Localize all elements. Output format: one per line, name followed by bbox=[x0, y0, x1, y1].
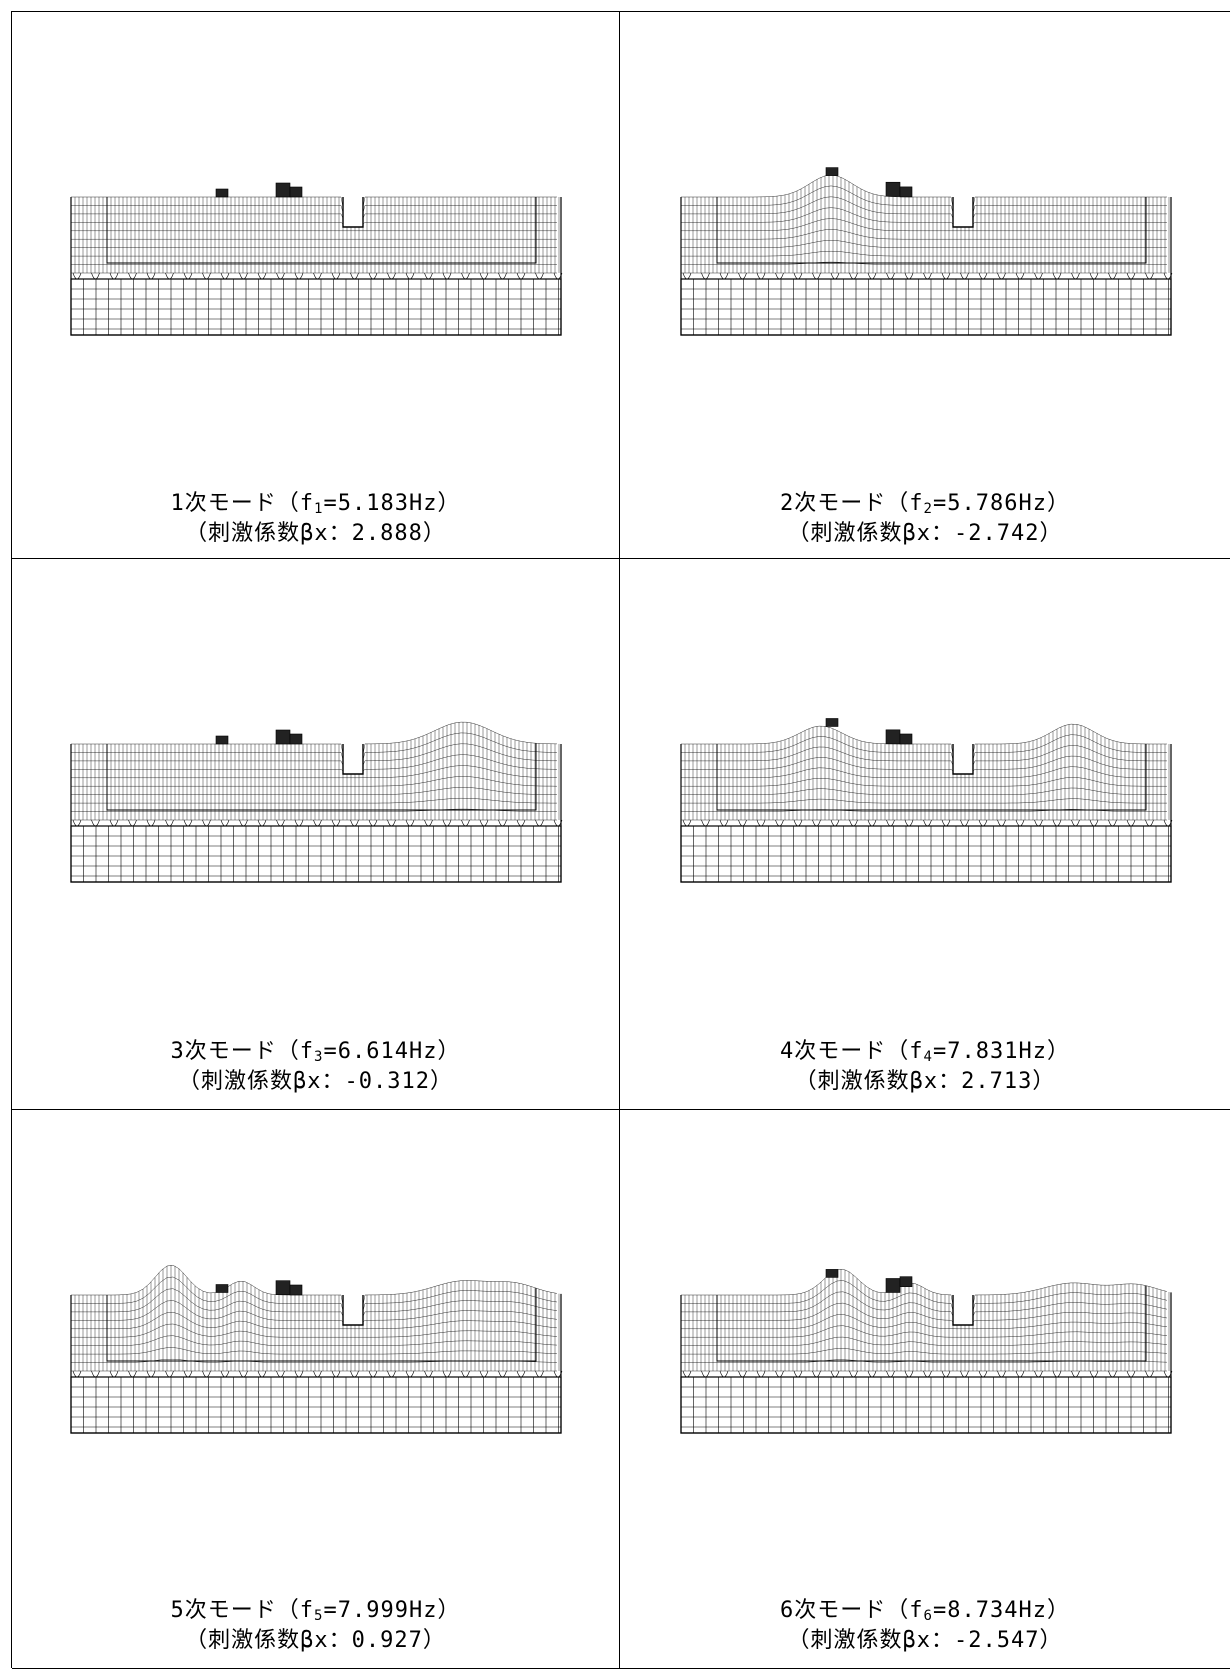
bedrock-grid bbox=[70, 278, 561, 335]
mode-shape-table: 1次モード（f1=5.183Hz） （刺激係数βx：2.888） 2次モード（f… bbox=[11, 11, 1230, 1669]
participation-factor: （刺激係数βx：0.927） bbox=[185, 1628, 446, 1653]
mode-order-label: 2次モード bbox=[780, 491, 887, 516]
bedrock-grid bbox=[680, 825, 1171, 882]
mode-shape-figure bbox=[680, 1268, 1173, 1434]
mode-cell-5: 5次モード（f5=7.999Hz） （刺激係数βx：0.927） bbox=[12, 1110, 620, 1669]
interface-springs bbox=[72, 819, 563, 827]
frequency-symbol: f bbox=[299, 1598, 315, 1623]
mode-cell-4: 4次モード（f4=7.831Hz） （刺激係数βx：2.713） bbox=[620, 559, 1230, 1110]
mode-shape-figure bbox=[70, 182, 563, 336]
structures bbox=[215, 1280, 303, 1296]
mode-shape-figure bbox=[70, 1264, 563, 1434]
structures bbox=[215, 729, 303, 745]
frequency-subscript: 1 bbox=[314, 501, 324, 517]
mode-shape-figure bbox=[70, 721, 563, 883]
mode-order-label: 3次モード bbox=[170, 1039, 277, 1064]
mode-caption: 6次モード（f6=8.734Hz） bbox=[780, 1598, 1070, 1624]
mode-caption: 5次モード（f5=7.999Hz） bbox=[170, 1598, 461, 1624]
frequency-symbol: f bbox=[299, 1039, 315, 1064]
participation-factor: （刺激係数βx：-2.742） bbox=[787, 521, 1063, 546]
bedrock-grid bbox=[680, 278, 1171, 335]
structures bbox=[825, 167, 913, 198]
frequency-symbol: f bbox=[299, 491, 315, 516]
participation-factor: （刺激係数βx：2.888） bbox=[185, 521, 446, 546]
frequency-value: =5.786Hz bbox=[932, 491, 1047, 516]
mode-cell-2: 2次モード（f2=5.786Hz） （刺激係数βx：-2.742） bbox=[620, 12, 1230, 559]
participation-factor: （刺激係数βx：-2.547） bbox=[787, 1628, 1063, 1653]
surface-mesh bbox=[680, 174, 1170, 274]
frequency-value: =8.734Hz bbox=[932, 1598, 1047, 1623]
bedrock-grid bbox=[70, 1376, 561, 1433]
frequency-value: =6.614Hz bbox=[323, 1039, 438, 1064]
participation-factor: （刺激係数βx：2.713） bbox=[794, 1069, 1056, 1094]
mode-shape-figure bbox=[680, 718, 1173, 883]
frequency-subscript: 2 bbox=[923, 501, 933, 517]
mode-order-label: 5次モード bbox=[170, 1598, 277, 1623]
surface-mesh bbox=[70, 196, 560, 274]
interface-springs bbox=[682, 819, 1173, 827]
frequency-subscript: 3 bbox=[314, 1049, 324, 1065]
frequency-symbol: f bbox=[909, 491, 924, 516]
interface-springs bbox=[682, 1370, 1173, 1378]
structures bbox=[825, 1269, 913, 1293]
frequency-value: =7.831Hz bbox=[932, 1039, 1047, 1064]
mode-caption: 4次モード（f4=7.831Hz） bbox=[780, 1039, 1070, 1065]
surface-mesh bbox=[680, 1268, 1170, 1372]
frequency-value: =7.999Hz bbox=[323, 1598, 438, 1623]
mode-caption: 1次モード（f1=5.183Hz） bbox=[170, 491, 461, 517]
interface-springs bbox=[72, 272, 563, 280]
frequency-symbol: f bbox=[909, 1039, 924, 1064]
frequency-subscript: 5 bbox=[314, 1608, 324, 1624]
frequency-symbol: f bbox=[909, 1598, 924, 1623]
mode-cell-6: 6次モード（f6=8.734Hz） （刺激係数βx：-2.547） bbox=[620, 1110, 1230, 1669]
mode-shape-figure bbox=[680, 167, 1173, 336]
frequency-value: =5.183Hz bbox=[323, 491, 438, 516]
structures bbox=[215, 182, 303, 198]
mode-order-label: 6次モード bbox=[780, 1598, 887, 1623]
mode-cell-3: 3次モード（f3=6.614Hz） （刺激係数βx：-0.312） bbox=[12, 559, 620, 1110]
surface-mesh bbox=[70, 721, 560, 821]
interface-springs bbox=[72, 1370, 563, 1378]
interface-springs bbox=[682, 272, 1173, 280]
frequency-subscript: 4 bbox=[923, 1049, 933, 1065]
frequency-subscript: 6 bbox=[923, 1608, 933, 1624]
participation-factor: （刺激係数βx：-0.312） bbox=[178, 1069, 453, 1094]
mode-caption: 2次モード（f2=5.786Hz） bbox=[780, 491, 1070, 517]
mode-order-label: 4次モード bbox=[780, 1039, 887, 1064]
bedrock-grid bbox=[70, 825, 561, 882]
mode-order-label: 1次モード bbox=[170, 491, 277, 516]
mode-caption: 3次モード（f3=6.614Hz） bbox=[170, 1039, 461, 1065]
surface-mesh bbox=[680, 723, 1170, 821]
structures bbox=[825, 718, 913, 745]
mode-cell-1: 1次モード（f1=5.183Hz） （刺激係数βx：2.888） bbox=[12, 12, 620, 559]
bedrock-grid bbox=[680, 1376, 1171, 1433]
surface-mesh bbox=[70, 1264, 560, 1372]
